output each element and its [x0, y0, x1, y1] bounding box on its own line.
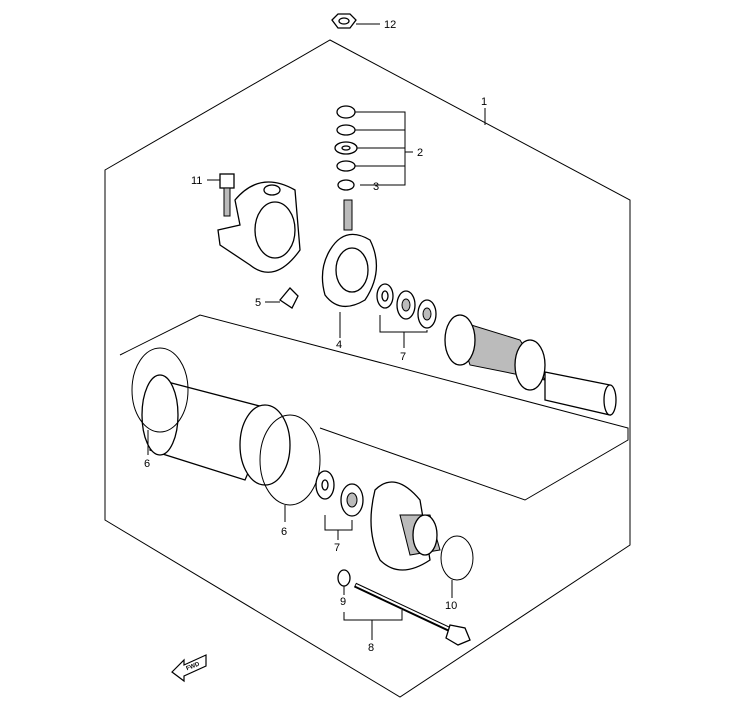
- sub-assembly-boundary: [119, 314, 629, 501]
- terminal-washers[interactable]: [334, 105, 358, 191]
- armature[interactable]: [444, 314, 617, 416]
- callout-11[interactable]: 11: [191, 175, 202, 187]
- yoke[interactable]: [141, 374, 291, 486]
- rear-bracket[interactable]: [217, 181, 301, 273]
- callout-4[interactable]: 4: [336, 339, 342, 351]
- o-ring-10[interactable]: [440, 535, 474, 581]
- front-housing[interactable]: [370, 481, 441, 571]
- callout-7-bottom[interactable]: 7: [334, 542, 340, 554]
- nut-12[interactable]: [331, 13, 357, 29]
- callout-6-right[interactable]: 6: [281, 526, 287, 538]
- callout-7-top[interactable]: 7: [400, 351, 406, 363]
- callout-3[interactable]: 3: [373, 181, 379, 193]
- o-ring-6-left[interactable]: [131, 347, 189, 433]
- callout-8[interactable]: 8: [368, 642, 374, 654]
- fwd-label: FWD: [186, 661, 202, 672]
- callout-1[interactable]: 1: [481, 96, 487, 108]
- washer-9[interactable]: [337, 569, 351, 587]
- brush-holder-4[interactable]: [321, 199, 378, 307]
- washers-7-bottom[interactable]: [315, 470, 364, 517]
- washers-7-top[interactable]: [376, 283, 437, 329]
- callout-5[interactable]: 5: [255, 297, 261, 309]
- clamp-5[interactable]: [279, 287, 299, 309]
- long-bolt-8[interactable]: [353, 582, 471, 646]
- callout-2[interactable]: 2: [417, 147, 423, 159]
- fwd-arrow-icon: FWD: [171, 654, 207, 683]
- o-ring-6-right[interactable]: [259, 414, 321, 506]
- callout-6-left[interactable]: 6: [144, 458, 150, 470]
- bolt-11[interactable]: [219, 173, 235, 217]
- assembly-boundary: [104, 39, 631, 698]
- callout-12[interactable]: 12: [384, 19, 396, 31]
- callout-9[interactable]: 9: [340, 596, 346, 608]
- callout-10[interactable]: 10: [445, 600, 457, 612]
